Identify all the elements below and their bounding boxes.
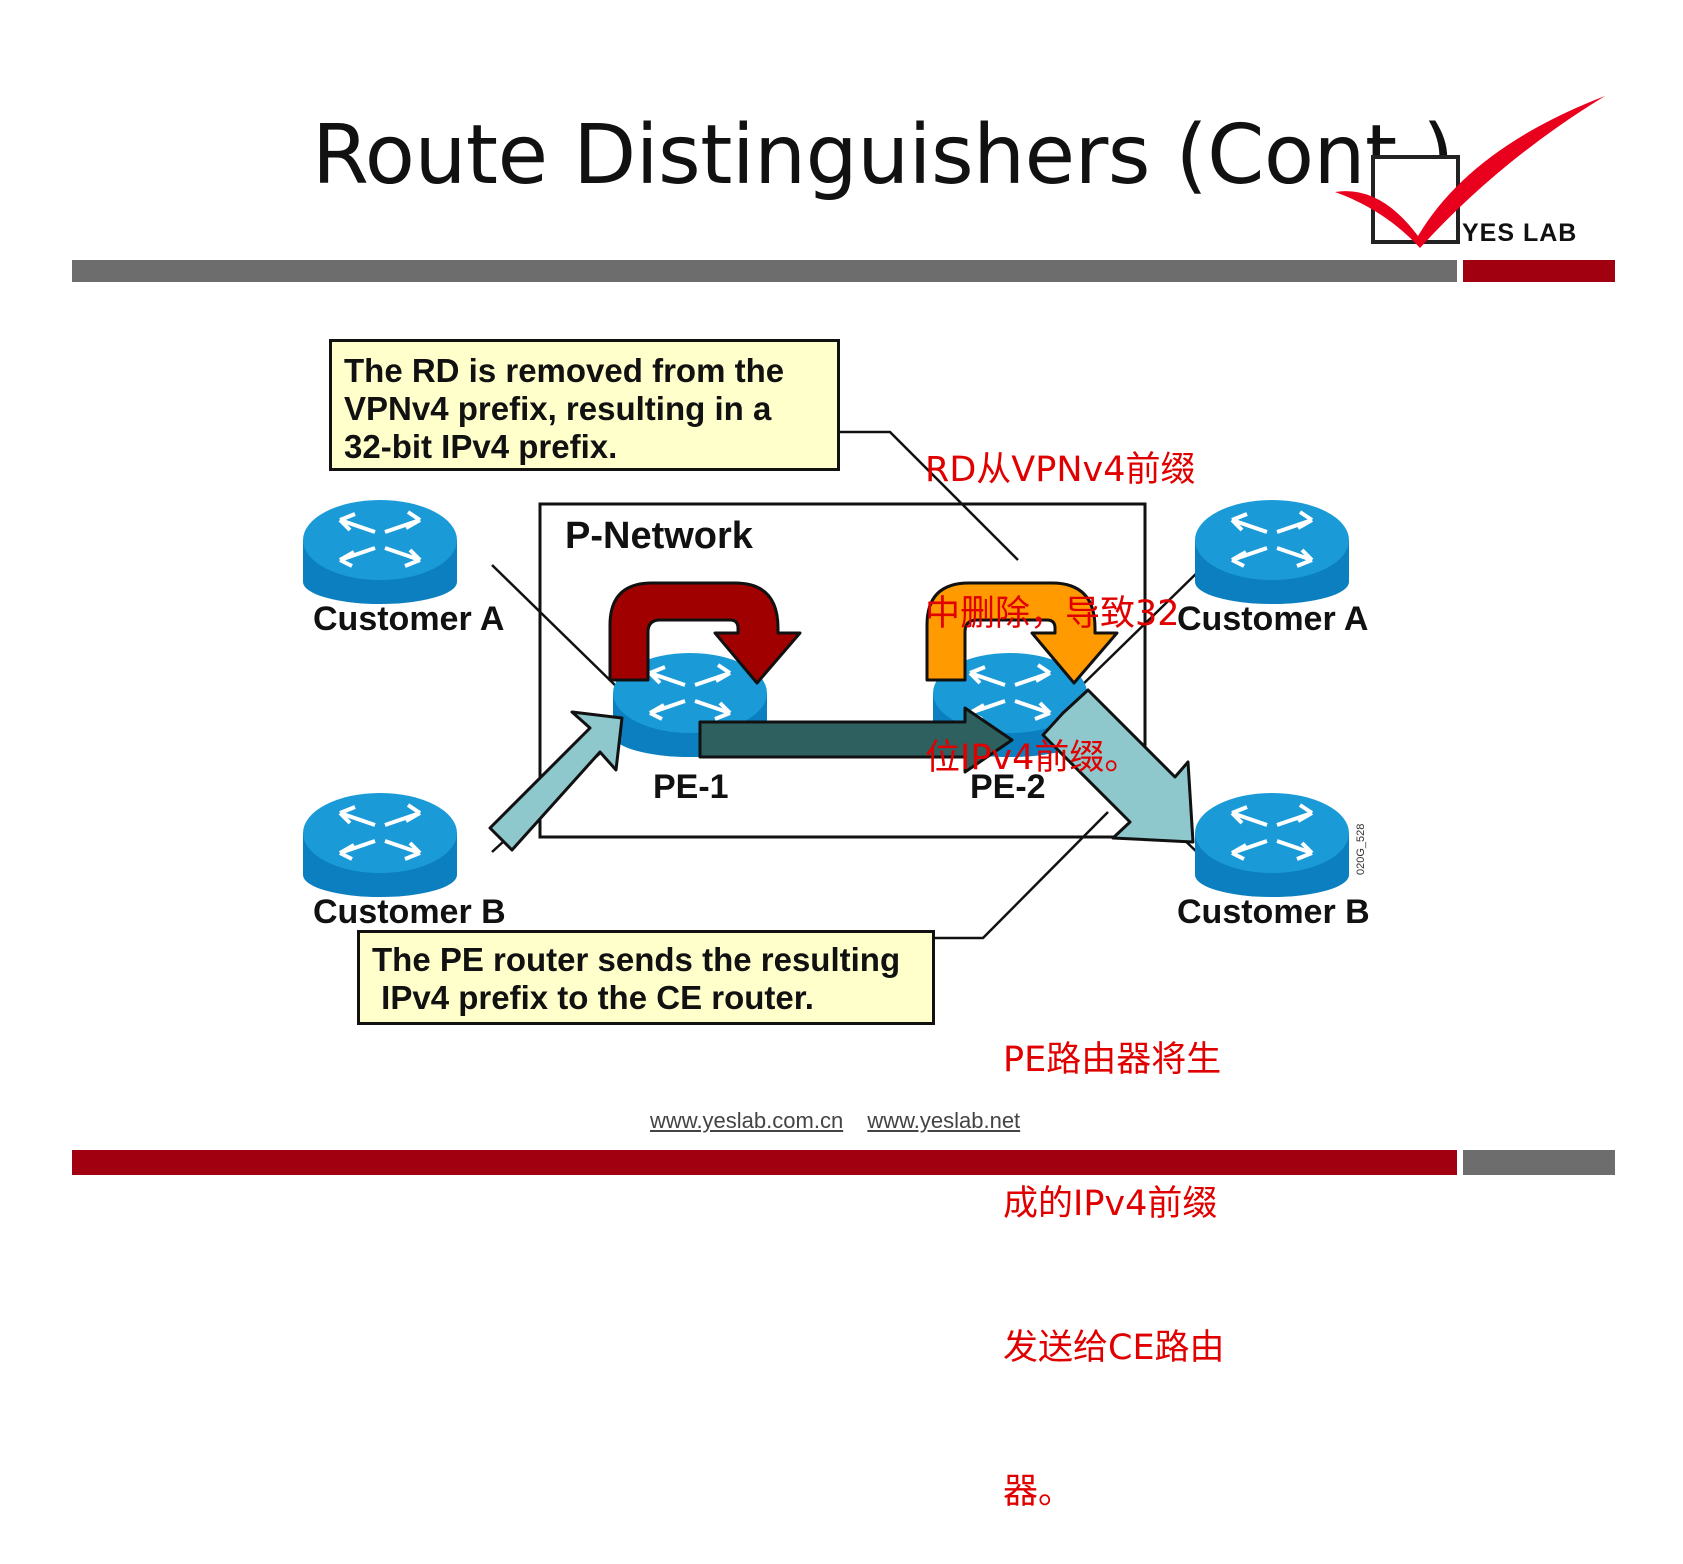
label-pe2: PE-2: [970, 768, 1046, 806]
leader-bottom: [935, 811, 1109, 940]
label-customer-a-right: Customer A: [1177, 600, 1369, 638]
p-network-label: P-Network: [565, 515, 753, 557]
label-customer-b-left: Customer B: [313, 893, 506, 931]
annotation-bottom-line-2: 成的IPv4前缀: [1003, 1184, 1218, 1224]
diagram-canvas: [301, 96, 1605, 940]
router-customer-b-left: [301, 791, 459, 899]
footer-bar-red: [72, 1150, 1457, 1175]
router-customer-a-left: [301, 498, 459, 606]
router-customer-a-right: [1193, 498, 1351, 606]
logo-check-icon: [1335, 96, 1605, 248]
router-customer-b-right: [1193, 791, 1351, 899]
footer-links: www.yeslab.com.cn www.yeslab.net: [650, 1108, 1038, 1134]
header-bar-red: [1463, 260, 1615, 282]
annotation-top-line-2: 中删除，导致32: [925, 594, 1180, 634]
annotation-bottom-line-1: PE路由器将生: [1003, 1040, 1222, 1080]
footer-bar-gray: [1463, 1150, 1615, 1175]
arrow-pe1-to-pe2: [698, 706, 1014, 774]
annotation-top: RD从VPNv4前缀 中删除，导致32 位IPv4前缀。: [925, 350, 1195, 830]
curved-arrow-pe2: [925, 581, 1119, 685]
page-title: Route Distinguishers (Cont.): [312, 108, 1454, 203]
annotation-bottom: PE路由器将生 成的IPv4前缀 发送给CE路由 器。: [1003, 940, 1225, 1564]
callout-top-line-2: VPNv4 prefix, resulting in a: [344, 390, 772, 427]
link-custA-right-pe2: [1074, 564, 1206, 693]
annotation-top-line-1: RD从VPNv4前缀: [925, 450, 1196, 490]
arrow-custB-to-pe1: [488, 710, 624, 852]
figure-code: 020G_528: [1355, 823, 1367, 875]
logo-text: YES LAB: [1462, 219, 1578, 247]
p-network-box: [538, 502, 1147, 839]
link-custA-left-pe1: [491, 564, 621, 691]
callout-bottom-line-1: The PE router sends the resulting: [372, 941, 901, 978]
callout-bottom: The PE router sends the resulting IPv4 p…: [357, 930, 935, 1025]
annotation-bottom-line-4: 器。: [1003, 1472, 1074, 1512]
arrow-pe2-to-custB: [1041, 688, 1195, 844]
annotation-bottom-line-3: 发送给CE路由: [1003, 1328, 1225, 1368]
annotation-top-line-3: 位IPv4前缀。: [925, 738, 1140, 778]
curved-arrow-pe1: [608, 581, 802, 685]
leader-top: [840, 430, 1019, 561]
label-customer-a-left: Customer A: [313, 600, 505, 638]
callout-top-line-1: The RD is removed from the: [344, 352, 785, 389]
callout-top-line-3: 32-bit IPv4 prefix.: [344, 428, 618, 465]
callout-bottom-line-2: IPv4 prefix to the CE router.: [372, 979, 814, 1016]
label-customer-b-right: Customer B: [1177, 893, 1370, 931]
footer-link-com-cn[interactable]: www.yeslab.com.cn: [650, 1108, 844, 1133]
callout-top: The RD is removed from the VPNv4 prefix,…: [329, 339, 840, 471]
footer-link-net[interactable]: www.yeslab.net: [867, 1108, 1021, 1133]
header-bar-gray: [72, 260, 1457, 282]
label-pe1: PE-1: [653, 768, 729, 806]
